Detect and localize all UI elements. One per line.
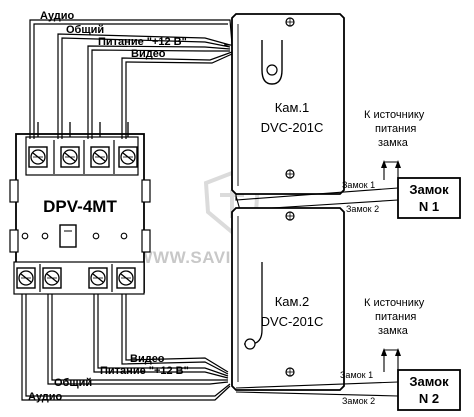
top-label-common: Общий bbox=[66, 24, 104, 36]
camera-2-screw-bottom bbox=[285, 367, 295, 377]
camera-2-name: Кам.2 bbox=[275, 294, 310, 309]
top-label-video: Видео bbox=[131, 48, 166, 60]
lock-2-source-1: К источнику bbox=[364, 297, 425, 309]
camera-1-screw-top bbox=[285, 17, 295, 27]
camera-1-screw-bottom bbox=[285, 169, 295, 179]
lock-1-title: Замок bbox=[409, 182, 449, 197]
lock-2-title: Замок bbox=[409, 374, 449, 389]
lock-2-wire-1: Замок 1 bbox=[340, 370, 373, 380]
lock-1-source-2: питания bbox=[375, 123, 416, 135]
lock-1-wire-1: Замок 1 bbox=[342, 180, 375, 190]
top-terminal-4 bbox=[118, 146, 138, 168]
top-label-power: Питание "+12 В" bbox=[98, 36, 187, 48]
lock-1: Замок N 1 К источнику питания замка Замо… bbox=[342, 109, 461, 219]
lock-2-wire-2: Замок 2 bbox=[342, 396, 375, 406]
lock-1-source-3: замка bbox=[378, 137, 409, 149]
lock-2-source-3: замка bbox=[378, 325, 409, 337]
bottom-label-video: Видео bbox=[130, 353, 165, 365]
bottom-label-audio: Аудио bbox=[28, 391, 63, 403]
camera-2-model: DVC-201C bbox=[261, 314, 324, 329]
lock-1-source-1: К источнику bbox=[364, 109, 425, 121]
camera-2: Кам.2 DVC-201C bbox=[231, 207, 399, 397]
bottom-terminal-4 bbox=[116, 267, 136, 289]
camera-1-name: Кам.1 bbox=[275, 100, 310, 115]
camera-1: Кам.1 DVC-201C bbox=[231, 13, 399, 211]
bottom-label-common: Общий bbox=[54, 377, 92, 389]
top-wires bbox=[29, 19, 236, 139]
top-label-audio: Аудио bbox=[40, 10, 75, 22]
bottom-wires bbox=[21, 294, 231, 401]
bottom-terminal-1 bbox=[16, 267, 36, 289]
monitor-unit: DPV-4MT bbox=[9, 122, 151, 295]
lock-2: Замок N 2 К источнику питания замка Замо… bbox=[340, 297, 461, 411]
lock-2-source-2: питания bbox=[375, 311, 416, 323]
top-terminal-1 bbox=[28, 146, 48, 168]
lock-1-wire-2: Замок 2 bbox=[346, 204, 379, 214]
bottom-terminal-2 bbox=[42, 267, 62, 289]
camera-2-screw-top bbox=[285, 211, 295, 221]
bottom-terminal-3 bbox=[88, 267, 108, 289]
bottom-label-power: Питание "+12 В" bbox=[100, 365, 189, 377]
top-terminal-2 bbox=[60, 146, 80, 168]
lock-2-number: N 2 bbox=[419, 391, 439, 406]
camera-1-model: DVC-201C bbox=[261, 120, 324, 135]
top-terminal-3 bbox=[90, 146, 110, 168]
monitor-model: DPV-4MT bbox=[43, 197, 117, 216]
lock-1-number: N 1 bbox=[419, 199, 439, 214]
